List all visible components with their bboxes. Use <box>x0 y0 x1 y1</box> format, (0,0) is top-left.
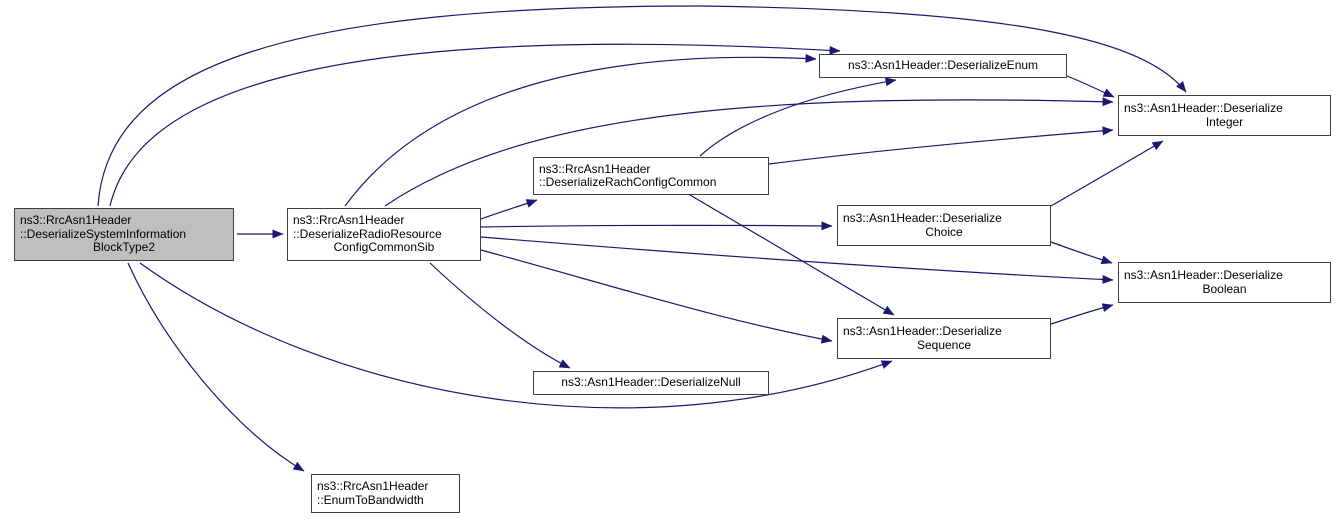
edge-deserialize-choice-to-deserialize-integer <box>1050 140 1164 207</box>
graph-node-deserialize-radio-resource-config-common-sib[interactable]: ns3::RrcAsn1Header::DeserializeRadioReso… <box>287 208 481 261</box>
node-label-line: ns3::Asn1Header::Deserialize <box>1124 101 1283 115</box>
edge-deserialize-system-information-block-type2-to-deserialize-integer <box>97 5 1187 207</box>
node-label-line: Integer <box>1205 114 1244 129</box>
node-label-line: ns3::Asn1Header::Deserialize <box>843 211 1002 225</box>
node-label-line: ns3::Asn1Header::Deserialize <box>843 324 1002 338</box>
edge-deserialize-radio-resource-config-common-sib-to-deserialize-boolean <box>480 236 1114 284</box>
edge-deserialize-radio-resource-config-common-sib-to-deserialize-sequence <box>480 249 833 344</box>
edge-deserialize-choice-to-deserialize-boolean <box>1050 241 1113 265</box>
node-label-line: Sequence <box>916 337 972 352</box>
graph-node-deserialize-null[interactable]: ns3::Asn1Header::DeserializeNull <box>533 371 769 395</box>
graph-node-deserialize-system-information-block-type2[interactable]: ns3::RrcAsn1Header::DeserializeSystemInf… <box>14 208 234 261</box>
node-label-line: Choice <box>925 224 963 239</box>
node-label-line: ns3::RrcAsn1Header <box>293 213 405 228</box>
edge-deserialize-system-information-block-type2-to-deserialize-enum <box>109 43 841 207</box>
node-label-line: ::DeserializeSystemInformation <box>20 226 187 241</box>
node-label-line: ::DeserializeRachConfigCommon <box>539 175 717 189</box>
node-label-line: ::DeserializeRadioResource <box>293 226 442 241</box>
edge-deserialize-rach-config-common-to-deserialize-enum <box>699 77 897 157</box>
node-label-line: ns3::RrcAsn1Header <box>20 213 132 228</box>
node-label-line: ::EnumToBandwidth <box>317 492 424 507</box>
edge-deserialize-radio-resource-config-common-sib-to-deserialize-rach-config-common <box>480 199 538 220</box>
node-label-line: ns3::Asn1Header::DeserializeEnum <box>847 58 1039 73</box>
node-label-line: BlockType2 <box>92 240 156 255</box>
graph-node-enum-to-bandwidth[interactable]: ns3::RrcAsn1Header::EnumToBandwidth <box>311 474 460 513</box>
node-label-line: ns3::RrcAsn1Header <box>539 161 651 176</box>
edge-deserialize-radio-resource-config-common-sib-to-deserialize-choice <box>480 221 833 231</box>
edge-deserialize-enum-to-deserialize-integer <box>1066 75 1115 98</box>
graph-node-deserialize-rach-config-common[interactable]: ns3::RrcAsn1Header::DeserializeRachConfi… <box>533 157 769 195</box>
graph-node-deserialize-enum[interactable]: ns3::Asn1Header::DeserializeEnum <box>819 54 1067 78</box>
edge-deserialize-sequence-to-deserialize-boolean <box>1050 303 1114 325</box>
edge-deserialize-system-information-block-type2-to-deserialize-sequence <box>139 262 893 409</box>
edge-deserialize-radio-resource-config-common-sib-to-deserialize-integer <box>384 97 1114 207</box>
node-label-line: Boolean <box>1202 281 1247 296</box>
edge-deserialize-radio-resource-config-common-sib-to-deserialize-null <box>429 262 571 369</box>
node-label-line: ns3::Asn1Header::Deserialize <box>1124 268 1283 282</box>
edge-deserialize-rach-config-common-to-deserialize-sequence <box>689 194 895 316</box>
node-label-line: ns3::RrcAsn1Header <box>317 479 429 493</box>
node-label-line: ConfigCommonSib <box>333 240 435 255</box>
edge-deserialize-radio-resource-config-common-sib-to-deserialize-enum <box>344 53 817 207</box>
node-label-line: ns3::Asn1Header::DeserializeNull <box>561 375 741 390</box>
edge-deserialize-system-information-block-type2-to-enum-to-bandwidth <box>127 262 305 472</box>
edge-deserialize-rach-config-common-to-deserialize-integer <box>768 126 1114 165</box>
